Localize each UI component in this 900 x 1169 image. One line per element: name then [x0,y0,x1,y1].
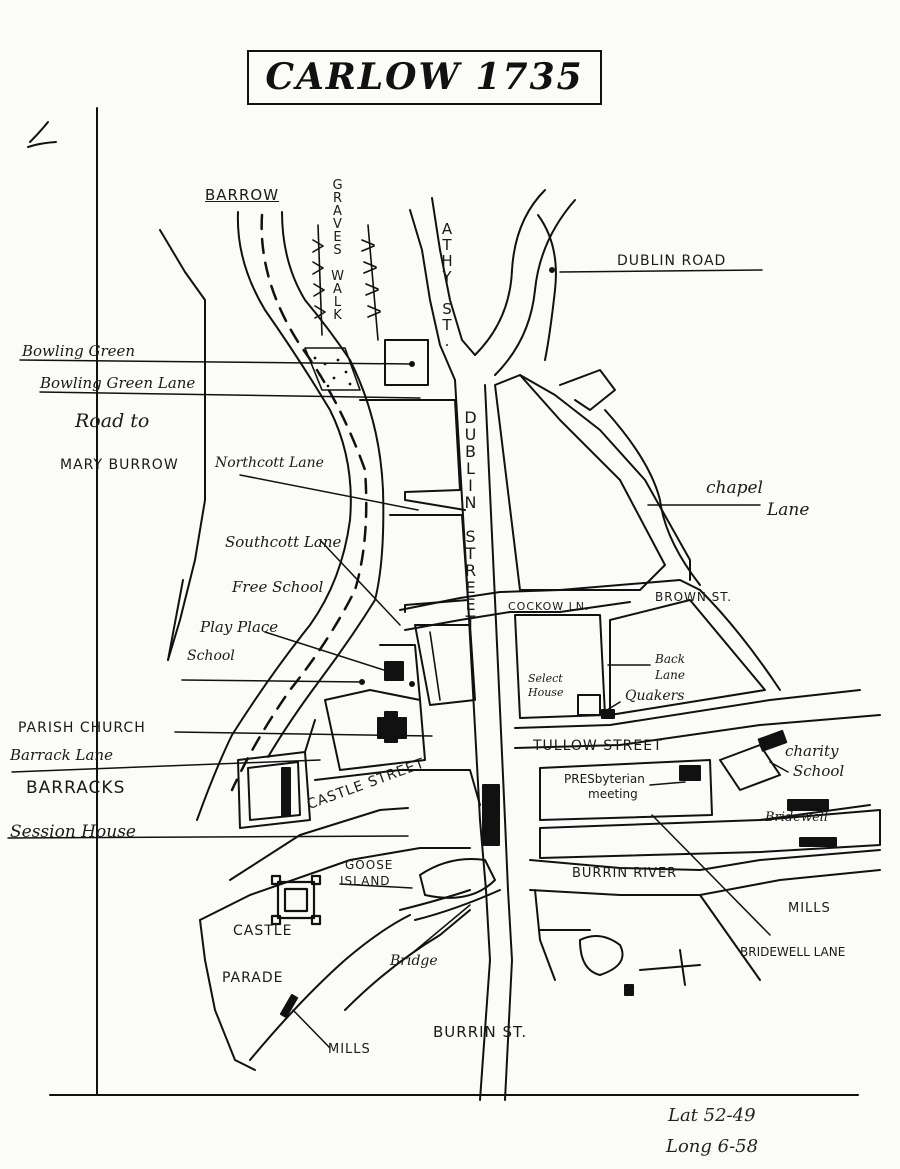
label-burrin-river: BURRIN RIVER [572,866,678,881]
label-parish-church: PARISH CHURCH [18,720,146,736]
label-bowling-green-lane: Bowling Green Lane [40,374,196,392]
left-edge-road [159,229,206,661]
tullow-street [514,689,861,729]
label-bridge: Bridge [390,953,438,969]
label-burrin-street: BURRIN ST. [433,1023,528,1041]
mills-south-building [279,993,299,1019]
label-graves-walk: GRAVES WALK [330,178,345,321]
label-quakers: Quakers [625,688,685,704]
label-dublin-street: DUBLIN STREET [461,408,480,629]
label-athy-street: ATHY ST. [438,220,456,348]
label-tullow-street: TULLOW STREET [533,738,663,754]
label-presbyterian-2: meeting [588,787,638,801]
back-lane-block [514,614,606,719]
quakers-building [577,694,601,716]
river-barrow [196,211,385,821]
label-back-lane-1: Back [655,652,685,666]
label-charity-school-1: charity [785,742,839,760]
label-select-house-2: House [528,686,564,699]
label-barracks: BARRACKS [26,778,126,798]
label-dublin-road: DUBLIN ROAD [617,253,727,269]
label-goose-island-2: ISLAND [340,874,391,888]
map-title: CARLOW 1735 [265,56,584,98]
label-mary-burrow: MARY BURROW [60,457,179,473]
session-house [482,784,500,846]
north-arrow-icon [27,121,57,148]
label-presbyterian-1: PRESbyterian [564,772,645,786]
chapel-lane-block [494,374,666,591]
label-castle: CASTLE [233,923,293,939]
label-charity-school-2: School [793,762,845,780]
brown-street [399,579,701,611]
label-session-house: Session House [10,822,136,842]
label-free-school: Free School [232,578,324,596]
label-goose-island-1: GOOSE [345,858,394,872]
label-bowling-green: Bowling Green [22,342,136,360]
latitude-note: Lat 52-49 [668,1105,756,1126]
label-play-place: Play Place [200,618,279,636]
label-bridewell-lane: BRIDEWELL LANE [740,945,846,959]
graves-walk-trees [312,224,381,341]
label-bridewell: Bridewell [765,810,829,825]
bowling-green [304,347,361,391]
label-cockow-lane: COCKOW LN. [508,600,590,613]
bridewell-block [539,809,881,859]
castle-street [314,769,481,806]
label-barrow: BARROW [205,186,280,204]
dublin-road [474,189,546,356]
label-select-house-1: Select [528,672,563,685]
castle-building [270,874,322,926]
label-barrack-lane: Barrack Lane [10,746,113,764]
parish-churchyard [324,689,426,771]
presbyterian-block [539,759,713,821]
label-southcott-lane: Southcott Lane [225,533,342,551]
map-title-box: CARLOW 1735 [247,50,602,105]
label-back-lane-2: Lane [655,668,685,682]
label-northcott-lane: Northcott Lane [215,455,324,471]
label-mills-south: MILLS [328,1042,371,1057]
label-chapel-lane-2: Lane [767,500,810,520]
label-chapel-lane-1: chapel [706,478,763,498]
barracks-building [237,751,311,829]
label-parade: PARADE [222,970,284,986]
athy-street [409,209,456,381]
label-mills-east: MILLS [788,901,831,916]
label-road-to: Road to [75,410,150,432]
label-school: School [187,648,235,664]
longitude-note: Long 6-58 [666,1136,759,1157]
label-brown-street: BROWN ST. [655,590,733,604]
